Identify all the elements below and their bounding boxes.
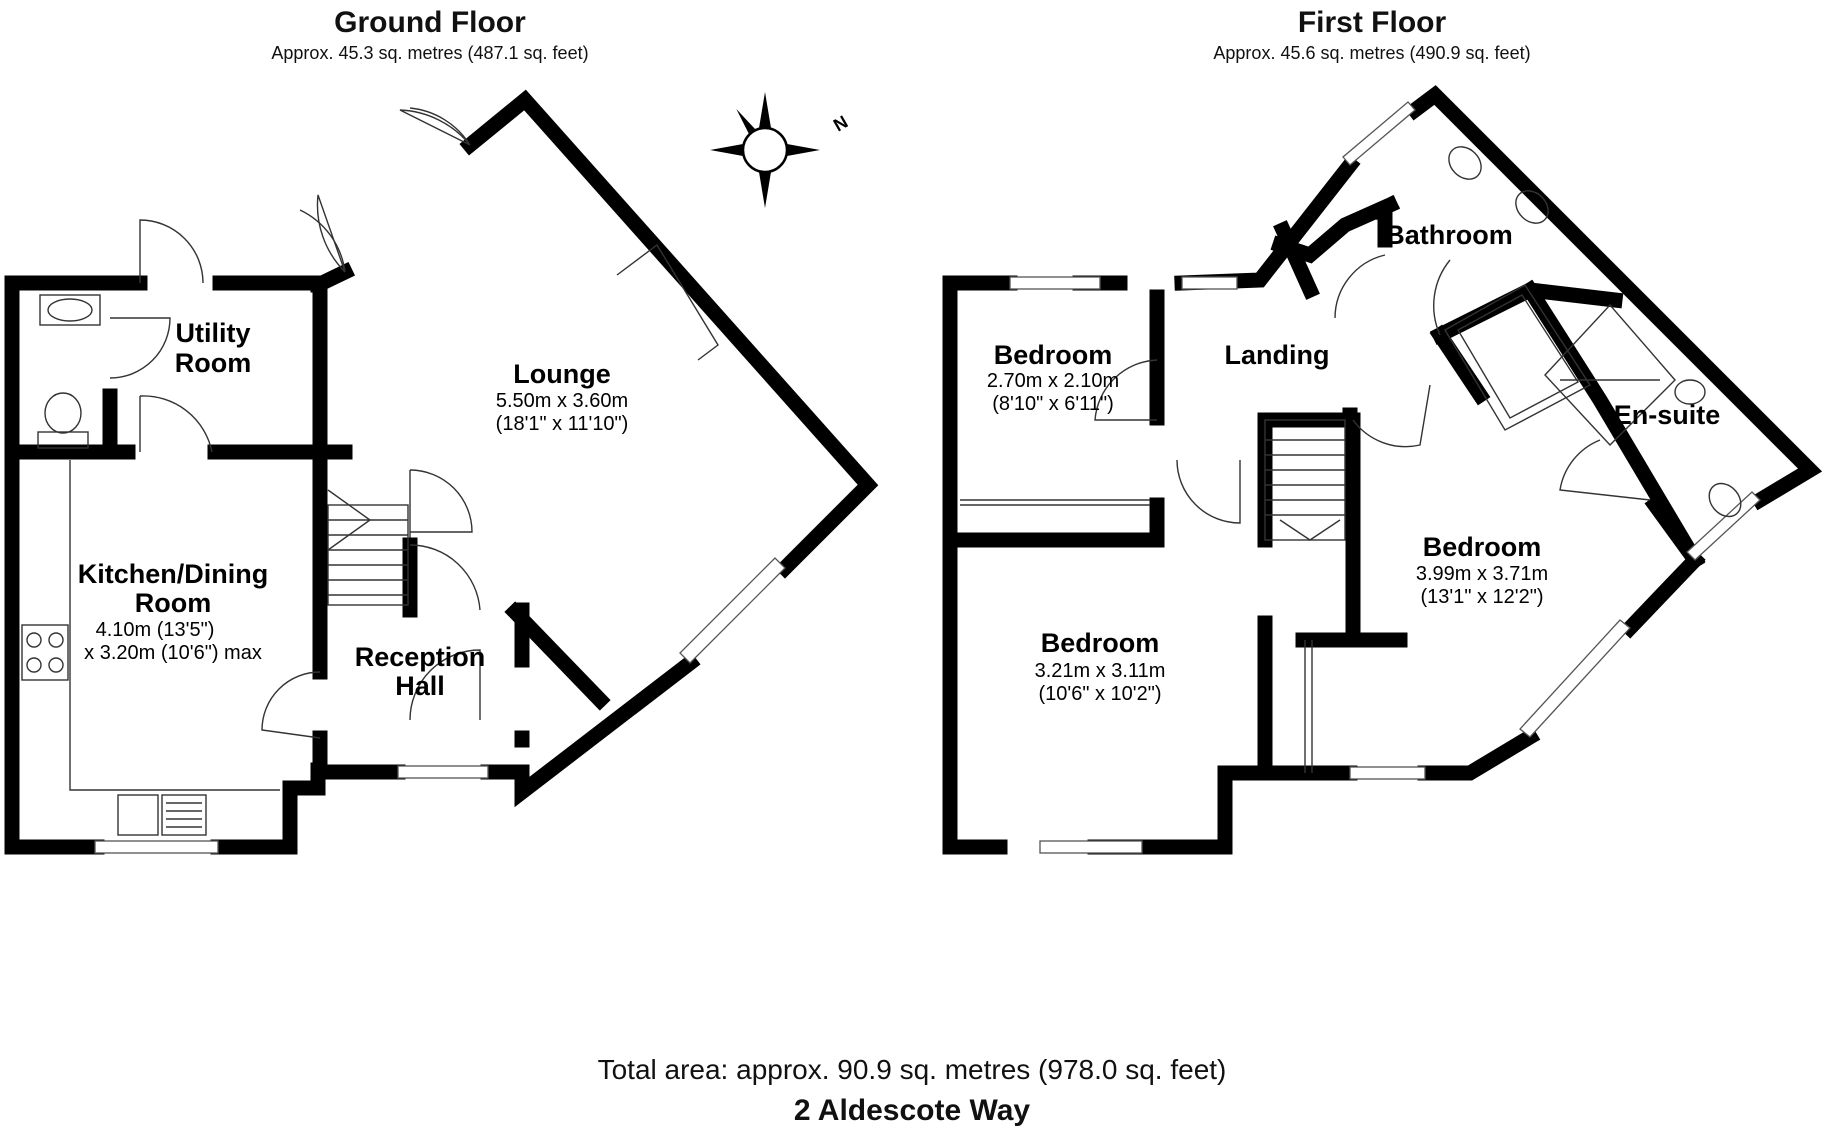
hall-cupboard-door: [409, 544, 481, 611]
utility-internal-door: [109, 317, 171, 379]
first-floor-outer-walls: [942, 85, 1823, 855]
hall-lounge-door: [409, 469, 473, 533]
stair-enclosure-walls: [1257, 407, 1358, 781]
hall-front-door-frame: [397, 765, 489, 779]
bedroom-main-window-side: [1519, 619, 1631, 738]
property-address: 2 Aldescote Way: [793, 1094, 1031, 1127]
bathroom-window: [1342, 101, 1416, 166]
bathroom-toilet-icon: [1448, 146, 1482, 180]
bathroom-label: Bathroom: [1385, 220, 1513, 250]
bedroom-main-partition: [1295, 412, 1408, 648]
bedroom-main-window-front: [1349, 766, 1426, 780]
compass-north-label: N: [830, 112, 851, 136]
bedroom-small-dim-metric: 2.70m x 2.10m: [987, 370, 1119, 392]
reception-label-1: Reception: [355, 642, 486, 672]
total-area: Total area: approx. 90.9 sq. metres (978…: [597, 1054, 1227, 1085]
kitchen-dim-1: 4.10m (13'5"): [96, 619, 215, 641]
utility-label-2: Room: [175, 348, 252, 378]
bedroom-small-label: Bedroom: [994, 340, 1113, 370]
kitchen-label-2: Room: [135, 588, 212, 618]
ground-floor-header: Ground Floor Approx. 45.3 sq. metres (48…: [180, 6, 680, 64]
kitchen-window: [94, 840, 219, 854]
bedroom-small-window: [1009, 276, 1101, 290]
reception-label-2: Hall: [395, 671, 445, 701]
toilet-icon: [37, 392, 89, 449]
first-floor-title: First Floor: [1297, 6, 1447, 39]
room-labels: Utility Room Lounge 5.50m x 3.60m (18'1"…: [78, 220, 1721, 705]
bedroom-mid-dim-metric: 3.21m x 3.11m: [1035, 660, 1166, 682]
first-floor-header: First Floor Approx. 45.6 sq. metres (490…: [1122, 6, 1622, 64]
bedroom-small-door: [1094, 359, 1158, 421]
lounge-dim-imperial: (18'1" x 11'10"): [496, 413, 629, 435]
utility-basin-icon: [39, 294, 101, 326]
ensuite-window: [1686, 491, 1761, 561]
landing-window: [1181, 276, 1238, 290]
front-door: [409, 649, 481, 721]
bedroom-mid-window: [1039, 840, 1143, 854]
cupboard-door: [1334, 254, 1386, 319]
lounge-label: Lounge: [513, 359, 610, 389]
bedroom-main-wardrobe: [1304, 640, 1313, 773]
ground-floor-area: Approx. 45.3 sq. metres (487.1 sq. feet): [271, 43, 589, 63]
hall-kitchen-door: [261, 671, 321, 739]
ensuite-label: En-suite: [1614, 400, 1721, 430]
lounge-dim-metric: 5.50m x 3.60m: [496, 390, 628, 412]
bedroom-small-walls: [952, 289, 1165, 548]
bedroom-small-wardrobe: [960, 499, 1150, 506]
bathroom-door: [1433, 259, 1451, 336]
lounge-window: [679, 557, 786, 664]
first-floor-plan: [942, 85, 1823, 855]
bedroom-small-dim-imperial: (8'10" x 6'11"): [992, 393, 1114, 415]
utility-label-1: Utility: [175, 318, 250, 348]
kitchen-sink-icon: [117, 794, 207, 836]
ensuite-toilet-icon: [1708, 482, 1742, 518]
first-floor-stairs: [1264, 419, 1346, 541]
bedroom-main-dim-imperial: (13'1" x 12'2"): [1420, 586, 1543, 608]
ensuite-basin-icon: [1674, 379, 1706, 405]
kitchen-label-1: Kitchen/Dining: [78, 559, 269, 589]
bathroom-basin-icon: [1515, 190, 1549, 224]
shower-icon: [1544, 303, 1676, 447]
lounge-chimney-breast: [616, 243, 719, 361]
bedroom-mid-dim-imperial: (10'6" x 10'2"): [1038, 683, 1161, 705]
ground-floor-title: Ground Floor: [334, 6, 526, 39]
ground-floor-plan: [4, 89, 879, 855]
kitchen-door: [139, 395, 213, 453]
bath-icon: [1444, 284, 1592, 431]
compass-icon: [710, 92, 820, 208]
hob-icon: [21, 624, 69, 681]
floor-plan-drawing: N Utility Room Lounge 5.50m x 3.60m (18'…: [4, 85, 1823, 855]
kitchen-dim-2: x 3.20m (10'6") max: [84, 642, 262, 664]
utility-back-door: [139, 219, 204, 284]
first-floor-area: Approx. 45.6 sq. metres (490.9 sq. feet): [1213, 43, 1531, 63]
bedroom-main-dim-metric: 3.99m x 3.71m: [1416, 563, 1548, 585]
landing-label: Landing: [1225, 340, 1330, 370]
lounge-french-doors: [316, 109, 471, 273]
bedroom-mid-label: Bedroom: [1041, 628, 1160, 658]
cupboard-walls: [1270, 194, 1401, 300]
bedroom-mid-door: [1176, 459, 1241, 524]
ground-stairs: [327, 489, 409, 606]
bedroom-main-door: [1352, 384, 1431, 448]
lounge-walls: [307, 89, 879, 808]
kitchen-worktop: [69, 460, 280, 791]
hall-partitions: [402, 537, 530, 668]
bedroom-main-label: Bedroom: [1423, 532, 1542, 562]
lounge-door-swings: [299, 107, 471, 273]
ensuite-door: [1559, 439, 1651, 501]
